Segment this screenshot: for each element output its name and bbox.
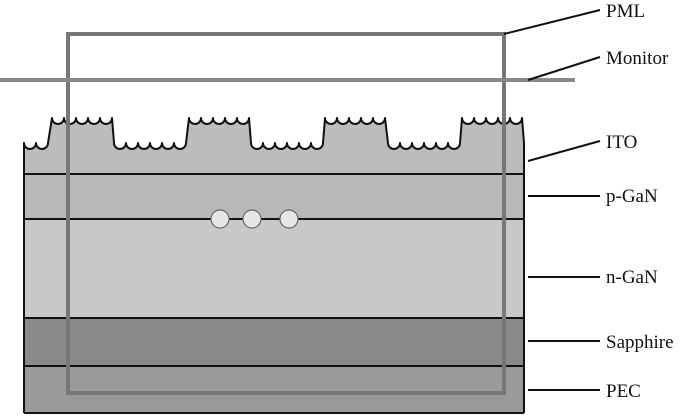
p-gan-label: p-GaN xyxy=(606,186,658,207)
dipole-source xyxy=(210,209,230,229)
p-gan-layer xyxy=(24,174,524,219)
monitor-label: Monitor xyxy=(606,48,669,69)
pec-label: PEC xyxy=(606,381,641,402)
dipole-source xyxy=(279,209,299,229)
ito-label: ITO xyxy=(606,132,637,153)
pml-boundary-box xyxy=(66,32,506,395)
pml-label: PML xyxy=(606,1,645,22)
sapphire-layer xyxy=(24,318,524,366)
pml-leader-line xyxy=(503,9,601,35)
pec-layer xyxy=(24,366,524,414)
n-gan-label: n-GaN xyxy=(606,267,658,288)
sapphire-label: Sapphire xyxy=(606,332,674,353)
monitor-leader-line xyxy=(527,56,601,81)
ito-leader-line xyxy=(527,140,601,162)
ito-layer xyxy=(23,117,525,175)
dipole-source xyxy=(242,209,262,229)
n-gan-layer xyxy=(24,219,524,318)
